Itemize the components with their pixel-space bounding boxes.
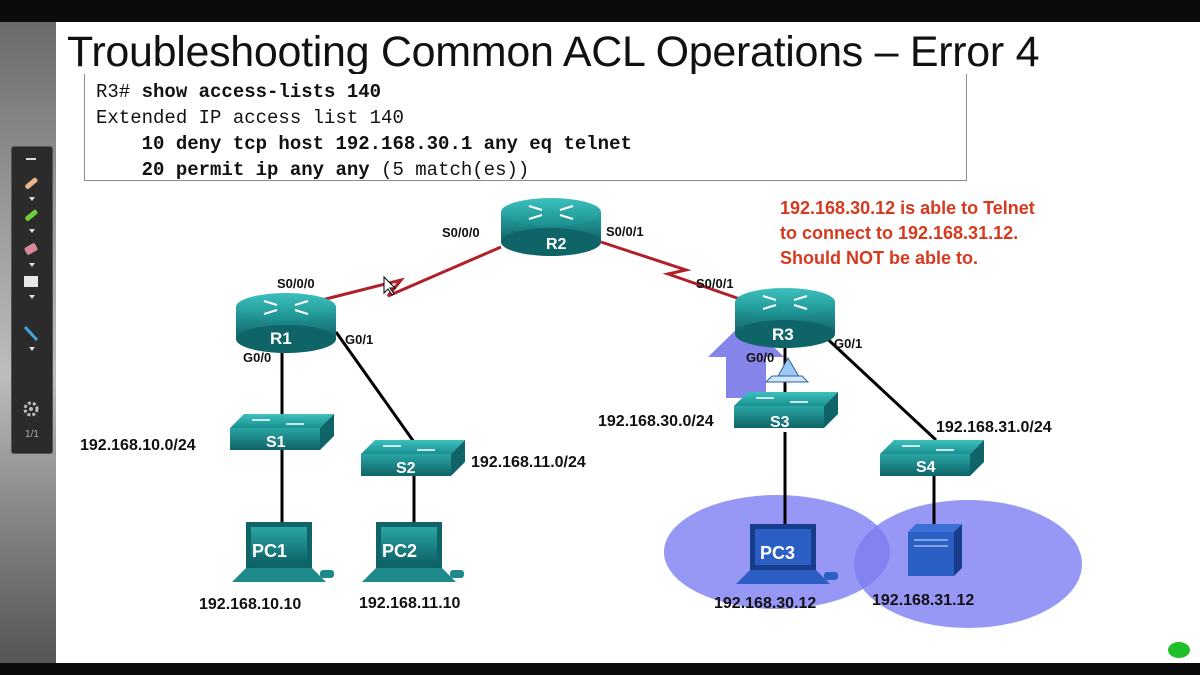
highlighter-icon bbox=[25, 209, 38, 221]
chevron-down-icon[interactable] bbox=[29, 229, 35, 233]
minimize-toolbar-button[interactable] bbox=[20, 149, 42, 169]
switch-s3-label: S3 bbox=[770, 414, 790, 431]
page-counter: 1/1 bbox=[25, 429, 39, 440]
switch-s4[interactable]: S4 bbox=[880, 440, 984, 476]
r2-interface-right: S0/0/1 bbox=[606, 224, 644, 239]
laser-pointer-icon bbox=[23, 325, 39, 342]
annotation-line-1: 192.168.30.12 is able to Telnet bbox=[780, 198, 1035, 218]
minus-icon bbox=[26, 158, 36, 160]
pc1-ip-label: 192.168.10.10 bbox=[199, 596, 301, 613]
pc2-ip-label: 192.168.11.10 bbox=[359, 595, 461, 612]
slide: Troubleshooting Common ACL Operations – … bbox=[56, 22, 1200, 663]
pc-pc1-label: PC1 bbox=[252, 541, 287, 561]
pen-tool-button[interactable] bbox=[20, 173, 42, 193]
cli-ace-20: 20 permit ip any any (5 match(es)) bbox=[96, 159, 530, 181]
network-label-lan2: 192.168.11.0/24 bbox=[471, 454, 586, 471]
r1-interface-serial: S0/0/0 bbox=[277, 276, 315, 291]
r3-interface-serial: S0/0/1 bbox=[696, 276, 734, 291]
top-letterbox-bar bbox=[0, 0, 1200, 22]
eraser-icon bbox=[24, 243, 38, 255]
error-annotation: 192.168.30.12 is able to Telnet to conne… bbox=[780, 196, 1140, 271]
pc-pc2-label: PC2 bbox=[382, 541, 417, 561]
pc-pc3-label: PC3 bbox=[760, 543, 795, 563]
cli-ace-20-matches: (5 match(es)) bbox=[369, 159, 530, 181]
router-r3-label: R3 bbox=[772, 325, 794, 344]
chevron-down-icon[interactable] bbox=[29, 347, 35, 351]
cli-ace-20-rule: 20 permit ip any any bbox=[96, 159, 370, 181]
link-r1-s2 bbox=[334, 331, 416, 443]
rectangle-icon bbox=[24, 275, 38, 287]
cli-output-box: R3# show access-lists 140 Extended IP ac… bbox=[84, 74, 967, 181]
switch-s3[interactable]: S3 bbox=[734, 392, 838, 431]
r1-interface-g00: G0/0 bbox=[243, 350, 271, 365]
r3-interface-g00: G0/0 bbox=[746, 350, 774, 365]
router-r1[interactable]: R1 bbox=[236, 293, 336, 353]
slide-title: Troubleshooting Common ACL Operations – … bbox=[67, 28, 1040, 76]
mouse-cursor-icon bbox=[383, 275, 397, 296]
router-r2[interactable]: R2 bbox=[501, 198, 601, 256]
chevron-down-icon[interactable] bbox=[29, 263, 35, 267]
pc-pc1[interactable]: PC1 bbox=[232, 522, 334, 582]
pointer-tool-button[interactable] bbox=[20, 323, 42, 343]
switch-s1-label: S1 bbox=[266, 434, 286, 451]
network-label-lan3: 192.168.30.0/24 bbox=[598, 413, 714, 430]
r2-interface-left: S0/0/0 bbox=[442, 225, 480, 240]
switch-s2[interactable]: S2 bbox=[361, 440, 465, 477]
cli-ace-10: 10 deny tcp host 192.168.30.1 any eq tel… bbox=[96, 133, 632, 155]
server-ip-label: 192.168.31.12 bbox=[872, 592, 974, 609]
cli-acl-header: Extended IP access list 140 bbox=[96, 107, 404, 129]
switch-s4-label: S4 bbox=[916, 459, 936, 476]
serial-link-r2-r3 bbox=[600, 240, 784, 316]
settings-button[interactable] bbox=[20, 399, 42, 419]
acl-filter-icon bbox=[764, 356, 810, 383]
network-label-lan4: 192.168.31.0/24 bbox=[936, 419, 1052, 436]
r1-interface-g01: G0/1 bbox=[345, 332, 373, 347]
annotation-line-3: Should NOT be able to. bbox=[780, 248, 978, 268]
pc3-ip-label: 192.168.30.12 bbox=[714, 595, 816, 612]
annotation-toolbar: 1/1 bbox=[11, 146, 53, 454]
network-topology: R2 R1 R3 S1 S2 bbox=[80, 198, 1082, 628]
server-telnet-target[interactable] bbox=[908, 524, 962, 576]
chevron-down-icon[interactable] bbox=[29, 295, 35, 299]
cli-command-line: R3# show access-lists 140 bbox=[96, 81, 381, 103]
eraser-tool-button[interactable] bbox=[20, 239, 42, 259]
cli-prompt: R3# bbox=[96, 81, 142, 103]
pc-pc2[interactable]: PC2 bbox=[362, 522, 464, 582]
router-r3[interactable]: R3 bbox=[735, 288, 835, 348]
shape-tool-button[interactable] bbox=[20, 271, 42, 291]
bottom-letterbox-bar bbox=[0, 663, 1200, 675]
pc-pc3[interactable]: PC3 bbox=[736, 524, 838, 584]
router-r2-label: R2 bbox=[546, 236, 567, 253]
cli-command: show access-lists 140 bbox=[141, 81, 382, 103]
router-r1-label: R1 bbox=[270, 329, 292, 348]
network-label-lan1: 192.168.10.0/24 bbox=[80, 437, 196, 454]
annotation-line-2: to connect to 192.168.31.12. bbox=[780, 223, 1019, 243]
status-indicator-icon bbox=[1168, 642, 1190, 658]
pen-icon bbox=[25, 177, 38, 189]
highlighter-tool-button[interactable] bbox=[20, 205, 42, 225]
switch-s2-label: S2 bbox=[396, 460, 416, 477]
gear-icon bbox=[23, 401, 39, 417]
r3-interface-g01: G0/1 bbox=[834, 336, 862, 351]
serial-link-r1-r2 bbox=[305, 245, 502, 306]
chevron-down-icon[interactable] bbox=[29, 197, 35, 201]
link-r3-s4 bbox=[818, 330, 938, 442]
switch-s1[interactable]: S1 bbox=[230, 414, 334, 451]
